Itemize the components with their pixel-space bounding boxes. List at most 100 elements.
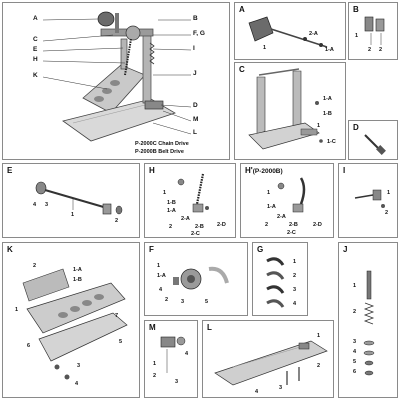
i-part-1: 1 [387, 190, 391, 196]
axle-illustration [35, 181, 123, 215]
g-part-3: 3 [293, 287, 297, 293]
m-part-4: 4 [185, 351, 189, 357]
h-part-1b: 1-B [167, 200, 176, 206]
l-part-1: 1 [317, 333, 321, 339]
e-part-1: 1 [71, 212, 75, 218]
callout-k: K [33, 72, 38, 79]
h-part-1a: 1-A [167, 208, 176, 214]
f-part-2: 2 [165, 297, 169, 303]
panel-d-label: D [353, 123, 359, 132]
k-part-6: 6 [27, 343, 31, 349]
c-part-1a: 1-A [323, 96, 332, 102]
callout-j: J [193, 70, 197, 77]
callout-l: L [193, 129, 197, 136]
panel-k: K 1 1-A 1-B 2 3 4 5 6 7 [2, 242, 140, 398]
k-part-7: 7 [115, 313, 119, 319]
h2-part-2b: 2-B [289, 222, 298, 228]
belt-illustration [277, 177, 306, 213]
h-part-2a: 2-A [181, 216, 190, 222]
panel-b-label: B [353, 5, 359, 14]
callout-i: I [193, 45, 195, 52]
panel-h: H 1 1-B 1-A 2-A 2-B 2 2-C 2-D [144, 163, 236, 238]
k-part-1a: 1-A [73, 267, 82, 273]
j-part-4: 4 [353, 349, 357, 355]
h-part-2: 2 [169, 224, 173, 230]
f-part-4: 4 [159, 287, 163, 293]
callout-a: A [33, 15, 38, 22]
model-caption-belt: P-2000B Belt Drive [135, 149, 184, 155]
panel-e-label: E [7, 166, 13, 175]
h-prime-sub: (P-2000B) [252, 168, 283, 175]
panel-l: L 1 2 3 4 [202, 320, 334, 398]
sprocket-illustration [173, 266, 229, 290]
spring-rocker-illustration [364, 16, 385, 45]
c-part-1: 1 [317, 123, 321, 129]
panel-j-label: J [343, 245, 348, 254]
callout-h: H [33, 56, 38, 63]
h-part-2c: 2-C [191, 231, 200, 237]
panel-i: I 1 2 [338, 163, 398, 238]
m-part-1: 1 [153, 361, 157, 367]
model-caption-chain: P-2000C Chain Drive [135, 141, 189, 147]
e-part-3: 3 [45, 202, 49, 208]
panel-a: A 1 2-A 1-A [234, 2, 346, 60]
h2-part-2d: 2-D [313, 222, 322, 228]
panel-a-label: A [239, 5, 245, 14]
j-part-1: 1 [353, 283, 357, 289]
panel-j: J 1 2 3 4 5 6 [338, 242, 398, 398]
a-part-1: 1 [263, 45, 267, 51]
e-part-2: 2 [115, 218, 119, 224]
b-part-2a: 2 [368, 47, 372, 53]
k-part-3: 3 [77, 363, 81, 369]
panel-c: C 1-A 1-B 1 1-C [234, 62, 346, 160]
beater-illustration [248, 16, 328, 48]
panel-h-prime: H'(P-2000B) 1 1-A 2-A 2-B 2 2-C 2-D [240, 163, 334, 238]
panel-f: F 1 1-A 4 2 3 5 [144, 242, 248, 316]
j-part-6: 6 [353, 369, 357, 375]
j-part-3: 3 [353, 339, 357, 345]
f-part-3: 3 [181, 299, 185, 305]
k-part-4: 4 [75, 381, 79, 387]
j-part-5: 5 [353, 359, 357, 365]
spring-hook-illustration [354, 189, 385, 208]
c-part-1b: 1-B [323, 111, 332, 117]
h-part-2b: 2-B [195, 224, 204, 230]
a-part-1a: 1-A [325, 47, 334, 53]
panel-c-label: C [239, 65, 245, 74]
h2-part-1a: 1-A [267, 204, 276, 210]
panel-m-label: M [149, 323, 156, 332]
panel-g: G 1 2 3 4 [252, 242, 308, 316]
callout-m: M [193, 116, 199, 123]
f-part-1a: 1-A [157, 273, 166, 279]
panel-b: B 1 2 2 [348, 2, 398, 60]
h-part-2d: 2-D [217, 222, 226, 228]
g-part-1: 1 [293, 259, 297, 265]
footboard-illustration [22, 268, 128, 380]
callout-e: E [33, 46, 38, 53]
panel-m: M 1 2 3 4 [144, 320, 198, 398]
h2-part-2a: 2-A [277, 214, 286, 220]
spring-assembly-illustration [363, 270, 375, 376]
h2-part-2: 2 [265, 222, 269, 228]
g-part-2: 2 [293, 273, 297, 279]
callout-c: C [33, 36, 38, 43]
k-part-1: 1 [15, 307, 19, 313]
hoop-clamp-illustration [160, 336, 186, 373]
l-part-2: 2 [317, 363, 321, 369]
main-pedal-panel: A C E H K B F, G I J D M L P-2000C Chain… [2, 2, 230, 160]
h2-part-1: 1 [267, 190, 271, 196]
h-prime-letter: H' [245, 166, 253, 175]
callout-b: B [193, 15, 198, 22]
j-part-2: 2 [353, 309, 357, 315]
c-part-1c: 1-C [327, 139, 336, 145]
m-part-2: 2 [153, 373, 157, 379]
b-part-2b: 2 [379, 47, 383, 53]
panel-e: E 4 3 1 2 [2, 163, 140, 238]
f-part-5: 5 [205, 299, 209, 305]
k-part-2: 2 [33, 263, 37, 269]
panel-l-label: L [207, 323, 212, 332]
panel-i-label: I [343, 166, 346, 175]
f-part-1: 1 [157, 263, 161, 269]
panel-g-label: G [257, 245, 264, 254]
